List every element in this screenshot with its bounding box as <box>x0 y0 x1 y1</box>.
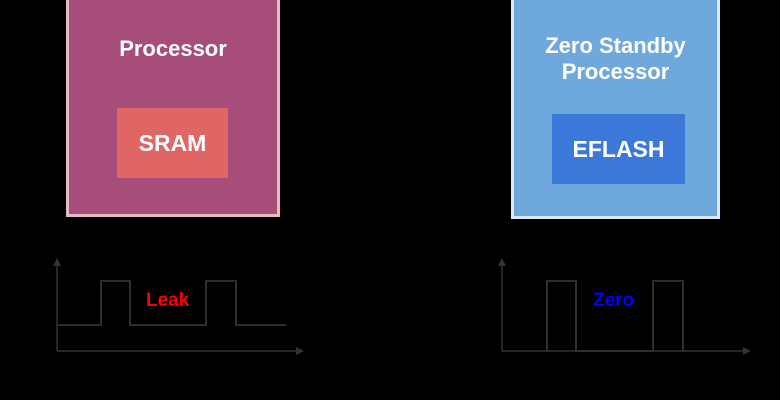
zero-standby-processor-block: Zero Standby Processor EFLASH <box>511 0 720 219</box>
zero-power-trace <box>546 280 684 352</box>
leak-power-trace <box>57 280 286 326</box>
eflash-block: EFLASH <box>552 114 685 184</box>
processor-block: Processor SRAM <box>66 0 280 217</box>
processor-title: Processor <box>119 36 227 61</box>
sram-block: SRAM <box>117 108 228 178</box>
zero-standby-title-line1: Zero Standby <box>545 33 686 58</box>
leak-waveform-axes <box>53 258 304 355</box>
zero-standby-processor-title: Zero Standby Processor <box>514 33 717 85</box>
leak-label: Leak <box>146 290 190 311</box>
zero-standby-title-line2: Processor <box>561 59 670 84</box>
zero-label: Zero <box>593 290 635 311</box>
